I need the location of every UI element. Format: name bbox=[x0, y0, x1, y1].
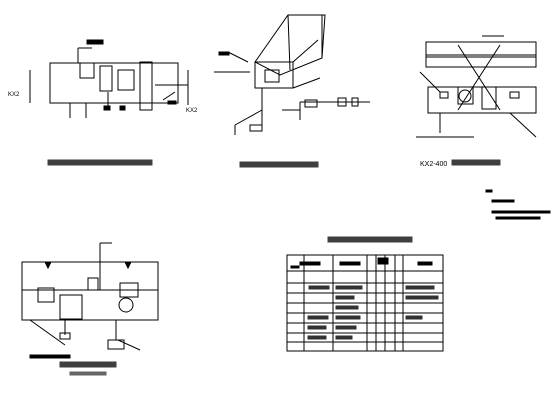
view-top-middle bbox=[214, 14, 370, 168]
schedule-table bbox=[286, 236, 444, 352]
view3-title: KX2-400 bbox=[420, 161, 447, 168]
view-top-left: KX2 KX2 bbox=[8, 39, 198, 166]
view-top-right: KX2-400 bbox=[416, 35, 537, 168]
view-bottom-left bbox=[21, 242, 159, 376]
view1-right-tag: KX2 bbox=[186, 108, 198, 114]
view1-left-tag: KX2 bbox=[8, 92, 20, 98]
notes-block bbox=[485, 189, 551, 220]
